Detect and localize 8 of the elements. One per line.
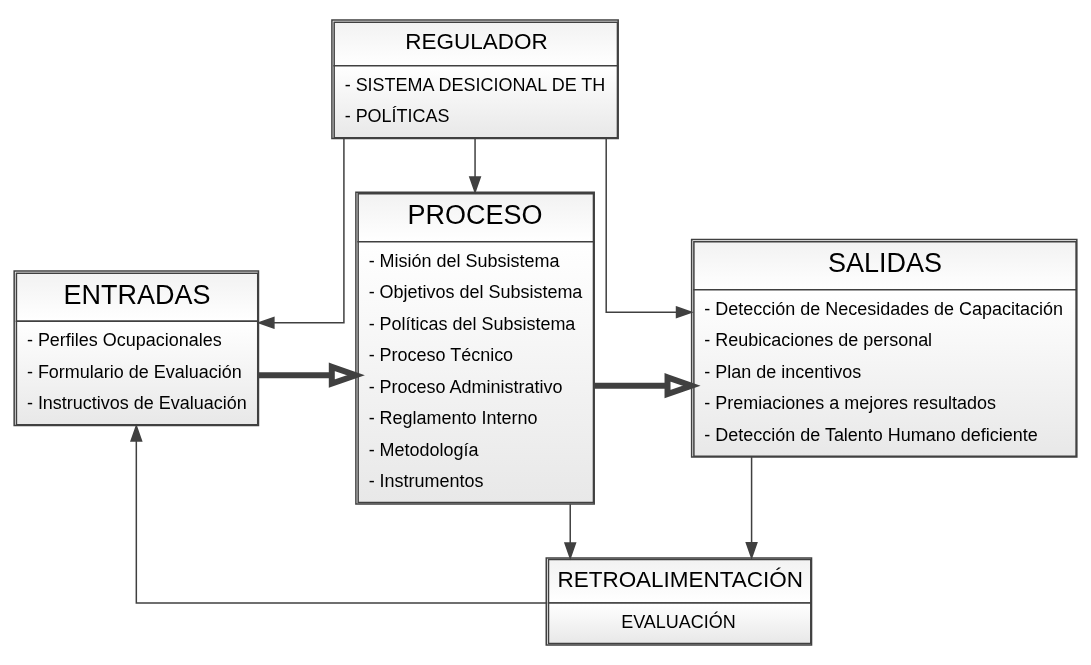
arrow [605, 137, 694, 319]
arrow [468, 138, 482, 195]
arrow [256, 138, 345, 330]
arrow [258, 362, 365, 388]
arrow [130, 423, 547, 604]
arrow [563, 503, 577, 561]
arrow [594, 373, 701, 399]
arrow [745, 456, 758, 560]
